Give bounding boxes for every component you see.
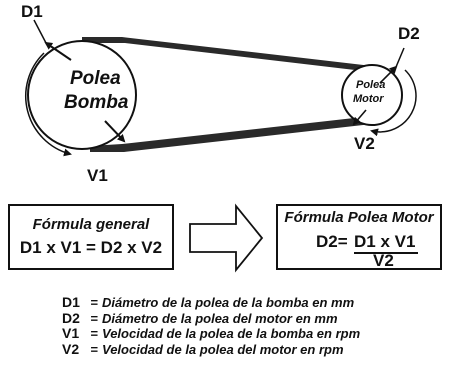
motor-pulley: [341, 64, 403, 126]
v2-label: V2: [354, 134, 375, 153]
general-formula-expression: D1 x V1 = D2 x V2: [19, 238, 163, 257]
arrow-icon: [189, 203, 264, 273]
d1-leader: [33, 19, 47, 44]
general-formula-title: Fórmula general: [32, 216, 150, 233]
legend-row: D1 = Diámetro de la polea de la bomba en m…: [62, 295, 360, 311]
v1-label: V1: [87, 166, 108, 185]
motor-formula-title: Fórmula Polea Motor: [284, 209, 434, 226]
legend-description: Velocidad de la polea del motor en rpm: [102, 341, 344, 357]
v1-rotation-arrow: [25, 52, 72, 157]
legend-key: V1: [62, 325, 80, 341]
legend-key: V2: [62, 340, 80, 357]
legend-row: D2 =Diámetro de la polea del motor en mm: [62, 309, 360, 327]
d1-arrow: [44, 41, 72, 61]
pump-pulley: [27, 40, 137, 150]
pulley-drawing: [25, 19, 417, 157]
motor-formula-denominator: V2: [373, 251, 394, 270]
legend-key: D1: [62, 294, 80, 310]
d2-arrow-top: [379, 65, 398, 84]
belt-bottom: [90, 116, 372, 152]
legend-description: Diámetro de la polea del motor en mm: [102, 310, 338, 326]
fraction-bar: [354, 252, 418, 254]
motor-pulley-label-1: Polea: [356, 79, 386, 91]
v2-rotation-arrow: [370, 69, 417, 137]
d1-label: D1: [21, 2, 43, 21]
motor-pulley-label-2: Motor: [353, 93, 384, 105]
belt-top: [82, 37, 372, 72]
legend-row: V1 = Velocidad de la polea de la bomba en …: [62, 326, 360, 342]
legend-description: Diámetro de la polea de la bomba en mm: [102, 295, 355, 310]
legend-equals: =: [90, 295, 98, 310]
d2-arrow-bottom: [352, 109, 367, 126]
pump-pulley-label-2: Bomba: [64, 92, 129, 113]
legend-description: Velocidad de la polea de la bomba en rpm: [102, 326, 361, 341]
legend-equals: =: [90, 310, 98, 326]
legend: D1 = Diámetro de la polea de la bomba en m…: [62, 295, 360, 357]
motor-formula-numerator: D1 x V1: [354, 232, 416, 251]
d2-label: D2: [398, 24, 420, 43]
legend-key: D2: [62, 309, 80, 326]
motor-formula-box: Fórmula Polea Motor D2= D1 x V1 V2: [276, 204, 442, 270]
pump-pulley-label-1: Polea: [70, 68, 121, 89]
d2-leader: [395, 47, 405, 68]
motor-formula-lhs: D2=: [316, 232, 348, 251]
legend-equals: =: [90, 326, 98, 341]
legend-equals: =: [90, 341, 98, 357]
d1-arrow-bottom: [104, 120, 126, 143]
general-formula-box: Fórmula general D1 x V1 = D2 x V2: [8, 204, 174, 270]
legend-row: V2 =Velocidad de la polea del motor en rp…: [62, 340, 360, 358]
